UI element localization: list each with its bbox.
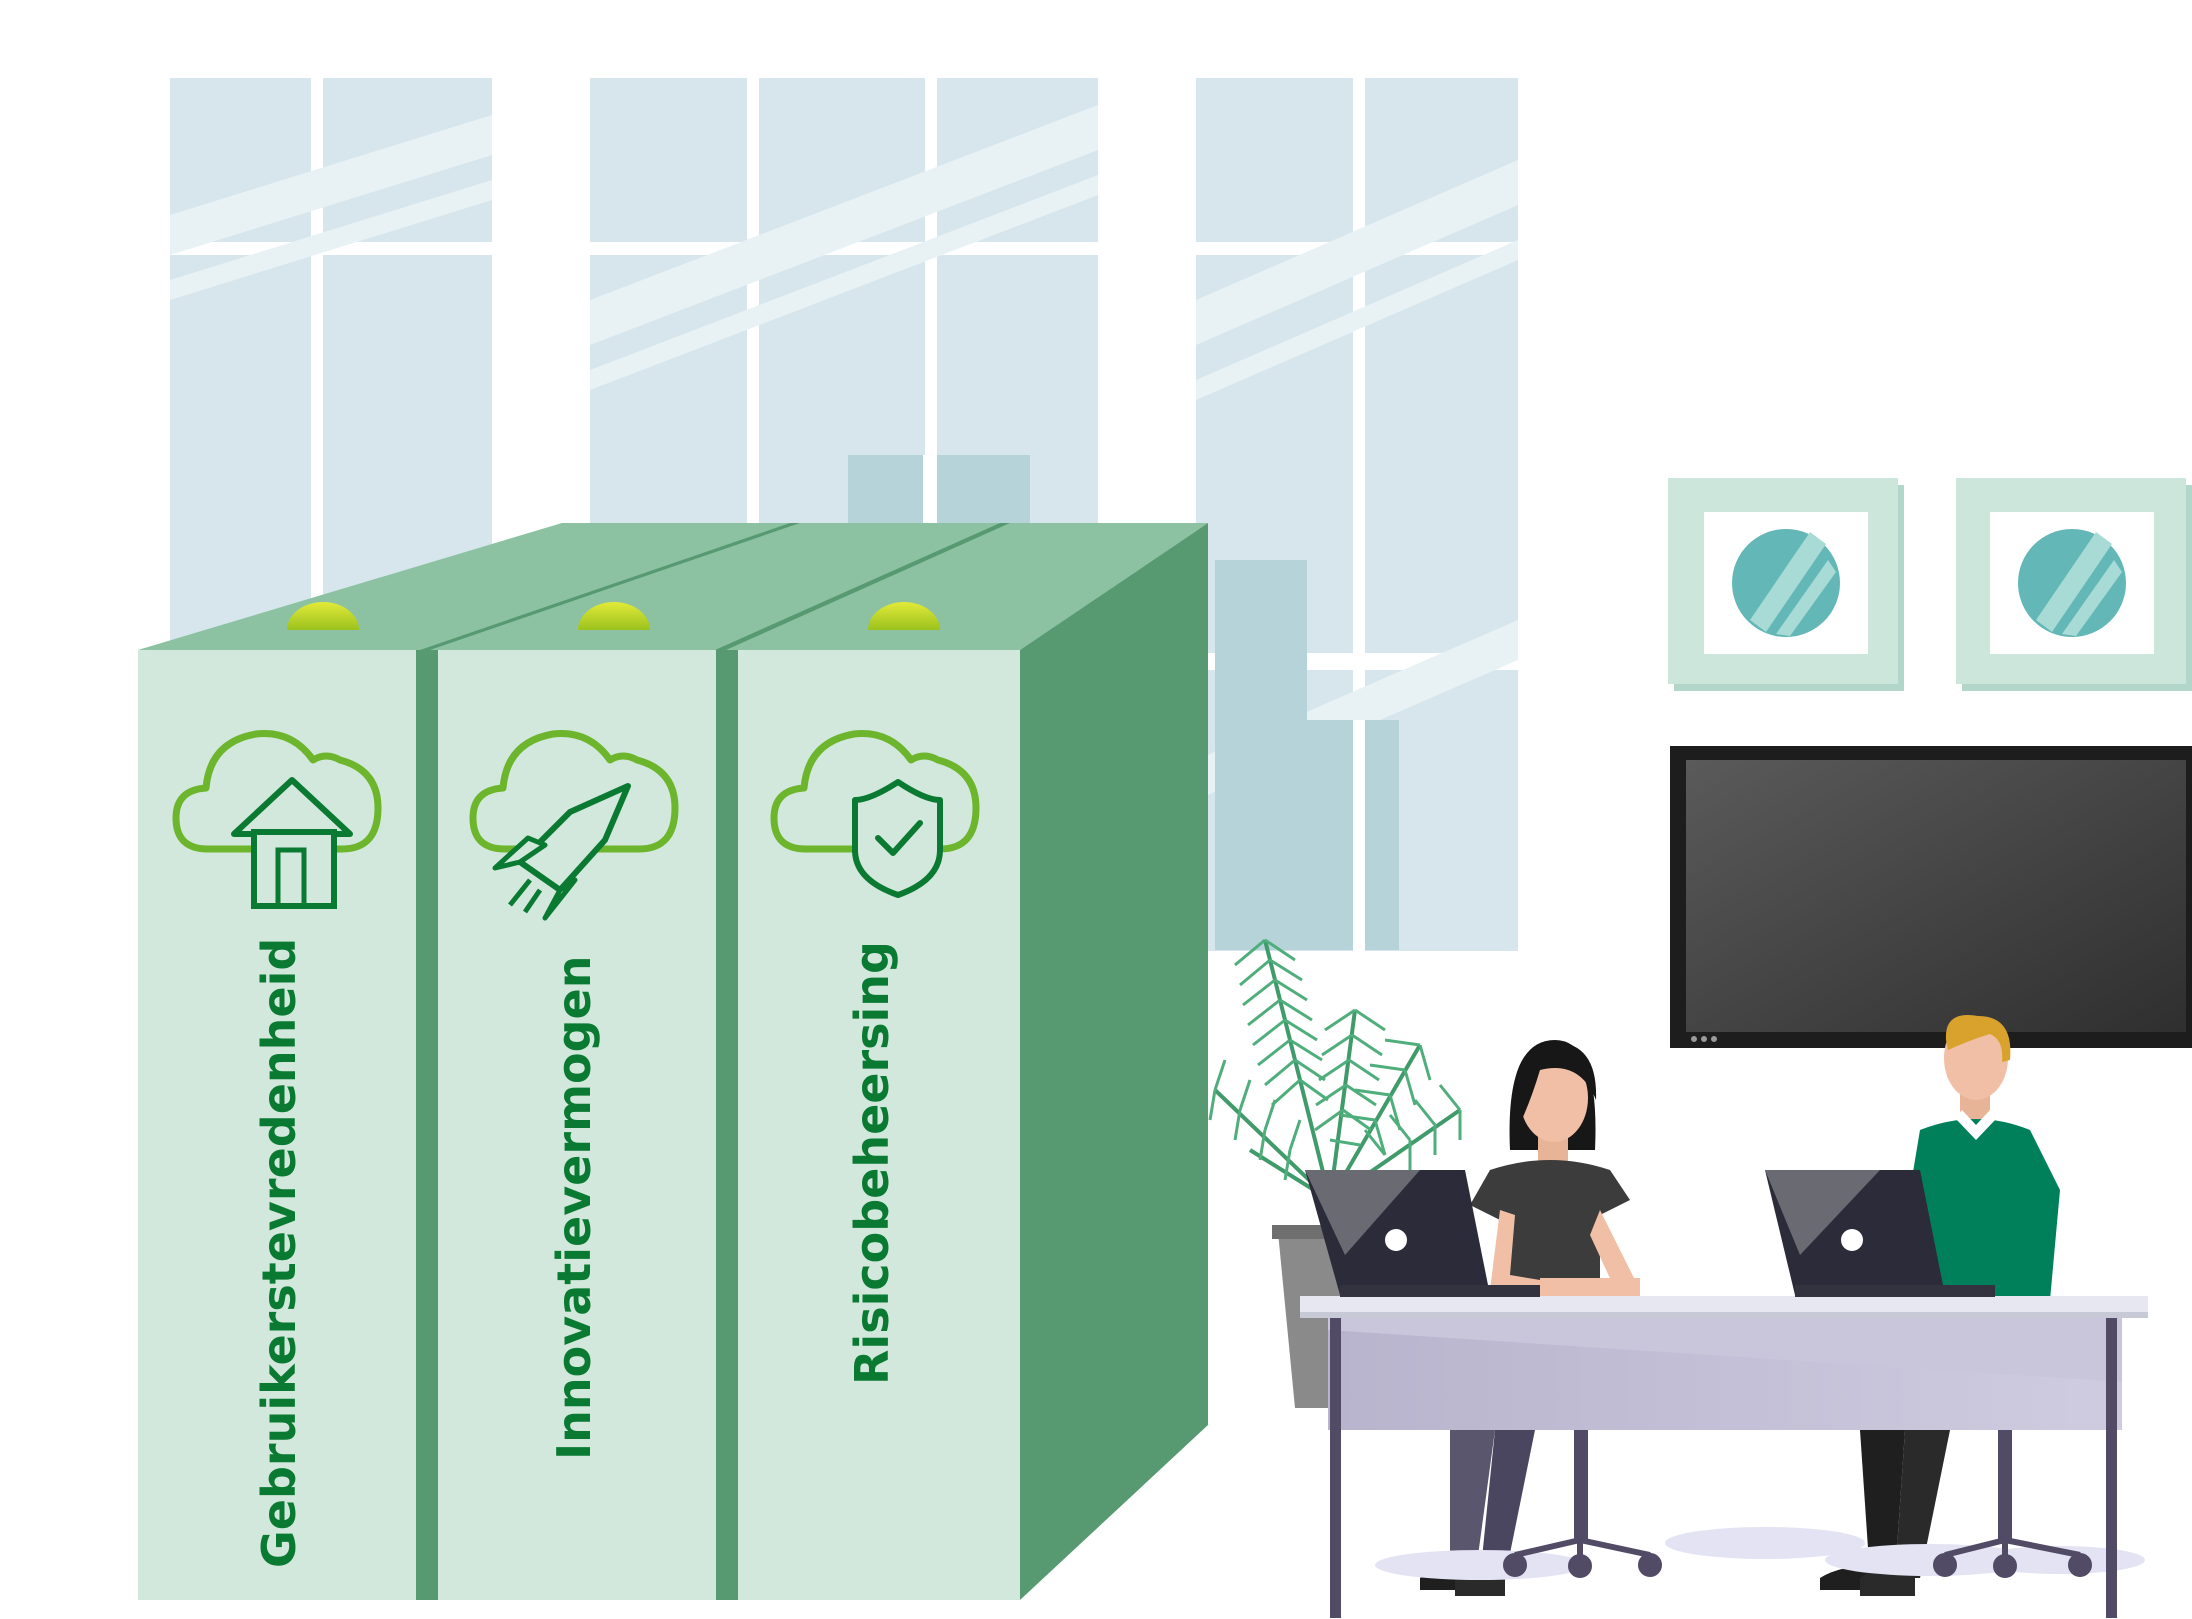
laptop-left [1305,1170,1540,1297]
binder-gebruikerstevredenheid: Gebruikerstevredenheid [138,650,438,1600]
binder-side-face [1020,523,1208,1600]
cloud-shield-check-icon [770,730,980,898]
desk [1300,1296,2148,1618]
binder-innovatievermogen: Innovatievermogen [438,650,738,1600]
wall-frame-left [1668,478,1904,691]
binder-label: Risicobeheersing [845,941,899,1385]
binders: Gebruikerstevredenheid Innovatievermogen [138,523,1208,1600]
person-woman [1420,1040,1640,1596]
wall-frame-right [1956,478,2192,691]
cloud-house-icon [172,730,382,909]
binder-knob [287,602,359,630]
binder-label: Gebruikerstevredenheid [252,938,306,1568]
binder-risicobeheersing: Risicobeheersing [738,650,1020,1600]
wall-tv [1670,746,2192,1048]
laptop-right [1765,1170,1995,1297]
binder-label: Innovatievermogen [547,956,601,1460]
office-chairs [1375,1430,2145,1580]
binder-knob [578,602,650,630]
window-right [1196,78,1518,951]
binder-top-face [138,523,1208,650]
window-left [170,78,492,648]
cloud-rocket-icon [469,730,679,921]
binder-knob [868,602,940,630]
